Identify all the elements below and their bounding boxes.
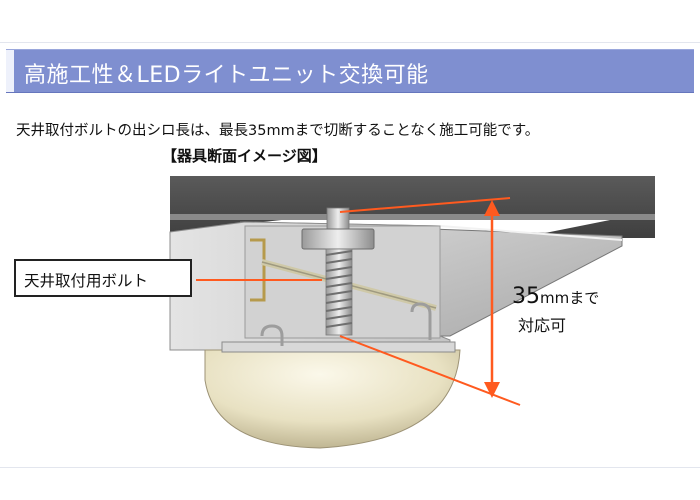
bolt-callout-label: 天井取付用ボルト	[24, 272, 149, 290]
left-clip	[260, 324, 284, 346]
bolt-callout-box: 天井取付用ボルト	[14, 259, 192, 297]
dimension-indicator	[196, 197, 521, 406]
dimension-unit: mmまで	[540, 289, 600, 307]
dimension-label: 35mmまで	[512, 284, 599, 309]
fixture-cross-section-diagram	[169, 176, 655, 449]
dimension-value: 35	[512, 284, 540, 309]
description-text: 天井取付ボルトの出シロ長は、最長35mmまで切断することなく施工可能です。	[16, 123, 540, 139]
diagram-caption: 【器具断面イメージ図】	[162, 147, 327, 165]
top-divider	[0, 42, 700, 43]
right-clip	[410, 302, 432, 340]
banner-accent-bar	[6, 50, 14, 92]
lens-cover	[204, 349, 461, 449]
banner-title: 高施工性＆LEDライトユニット交換可能	[24, 63, 429, 88]
ceiling-bolt	[301, 207, 375, 336]
section-banner: 高施工性＆LEDライトユニット交換可能	[6, 49, 694, 93]
dimension-note: 対応可	[518, 316, 567, 335]
ceiling-underside	[170, 214, 655, 220]
bottom-divider	[0, 467, 700, 468]
